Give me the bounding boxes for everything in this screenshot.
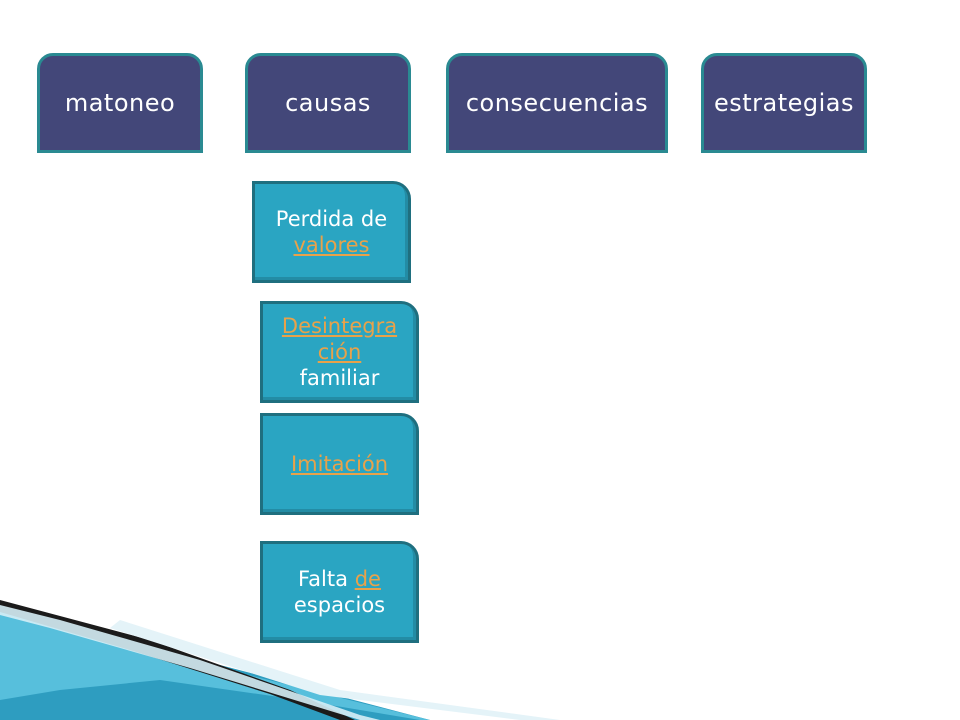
cause-box-perdida-valores: Perdida de valores — [252, 181, 411, 283]
header-estrategias-label: estrategias — [713, 89, 855, 117]
cause-box-desintegracion-familiar: Desintegra ción familiar — [260, 301, 419, 403]
cause-text: Perdida de — [275, 207, 388, 231]
header-causas: causas — [245, 53, 411, 153]
header-estrategias: estrategias — [701, 53, 867, 153]
cause-link-valores[interactable]: valores — [293, 233, 370, 257]
header-matoneo-label: matoneo — [64, 89, 176, 117]
header-consecuencias-label: consecuencias — [465, 89, 649, 117]
cause-text: familiar — [299, 366, 380, 390]
header-causas-label: causas — [285, 89, 371, 117]
cause-text: espacios — [293, 593, 386, 617]
cause-link-de[interactable]: de — [354, 567, 381, 591]
cause-box-falta-espacios: Falta de espacios — [260, 541, 419, 643]
header-matoneo: matoneo — [37, 53, 203, 153]
header-consecuencias: consecuencias — [446, 53, 668, 153]
cause-box-imitacion: Imitación — [260, 413, 419, 515]
cause-link-imitacion[interactable]: Imitación — [290, 452, 389, 476]
cause-text: Falta — [298, 567, 348, 591]
cause-link-desintegracion[interactable]: Desintegra ción — [281, 314, 398, 364]
